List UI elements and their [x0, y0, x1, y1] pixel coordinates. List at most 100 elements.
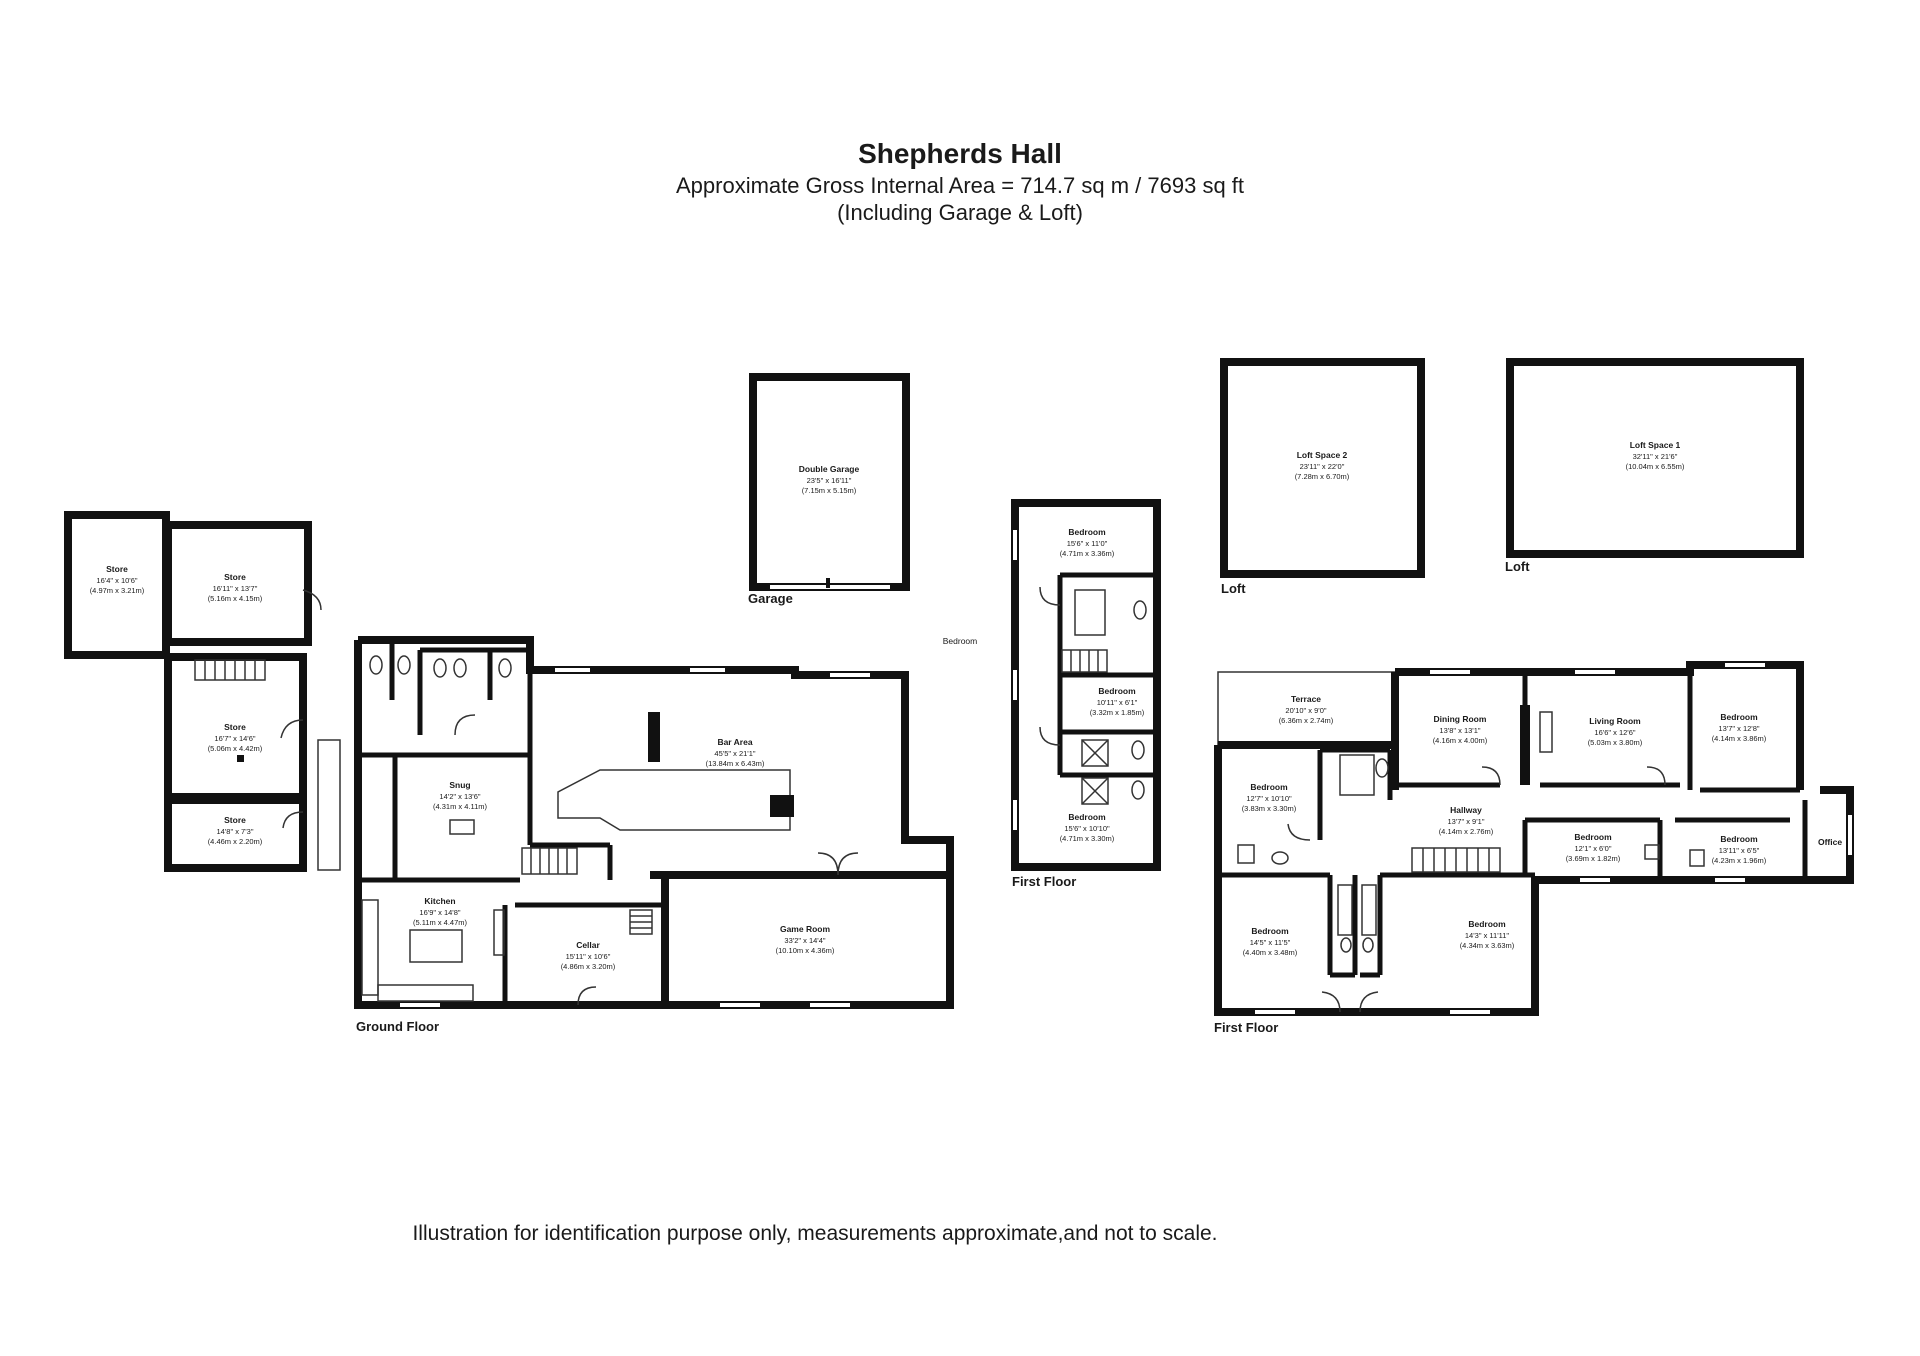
- room-metric-bar-area: (13.84m x 6.43m): [706, 759, 765, 768]
- room-dim-double-garage: 23'5" x 16'11": [807, 476, 852, 485]
- room-dim-r-bed-left: 12'7" x 10'10": [1246, 794, 1292, 803]
- kitchen-island: [409, 929, 463, 963]
- annex-door-1: [1039, 586, 1061, 606]
- room-name-r-bed-small: Bedroom: [1574, 832, 1612, 842]
- disclaimer-text: Illustration for identification purpose …: [412, 1222, 1218, 1245]
- ensuite-toilet-1: [1340, 937, 1352, 953]
- bar-counter: [557, 769, 791, 831]
- small-bed-basin: [1644, 844, 1660, 860]
- room-name-bar-area: Bar Area: [717, 737, 752, 747]
- wc-toilet-5: [498, 658, 512, 678]
- room-dim-loft-space-1: 32'11" x 21'6": [1633, 452, 1678, 461]
- room-name-store-c: Store: [224, 722, 246, 732]
- wc-toilet-2: [397, 655, 411, 675]
- annex-door-2: [1039, 726, 1061, 746]
- room-dim-cellar: 15'11" x 10'6": [566, 952, 611, 961]
- room-metric-ff-bed-mid: (3.32m x 1.85m): [1090, 708, 1145, 717]
- room-name-office: Office: [1818, 837, 1842, 847]
- room-dim-store-b: 16'11" x 13'7": [213, 584, 258, 593]
- snug-fireplace: [449, 819, 475, 835]
- right-bed-shower: [1689, 849, 1705, 867]
- room-dim-living-room: 16'6" x 12'6": [1594, 728, 1635, 737]
- first-floor-annex: [1011, 499, 1161, 871]
- room-name-kitchen: Kitchen: [424, 896, 455, 906]
- room-dim-ff-bed-top: 15'6" x 11'0": [1067, 539, 1108, 548]
- game-room-doors: [817, 852, 859, 876]
- store-b-walls: [164, 521, 312, 646]
- store-column: [237, 755, 244, 762]
- room-metric-game-room: (10.10m x 4.36m): [776, 946, 835, 955]
- room-name-snug: Snug: [449, 780, 470, 790]
- room-metric-r-bed-small: (3.69m x 1.82m): [1566, 854, 1621, 863]
- room-name-terrace: Terrace: [1291, 694, 1321, 704]
- room-dim-r-bed-small: 12'1" x 6'0": [1575, 844, 1612, 853]
- room-name-ff-bed-top: Bedroom: [1068, 527, 1106, 537]
- room-metric-loft-space-1: (10.04m x 6.55m): [1626, 462, 1685, 471]
- ff-door-3: [1481, 766, 1501, 786]
- room-metric-r-bed-br: (4.34m x 3.63m): [1460, 941, 1515, 950]
- room-dim-r-bed-br: 14'3" x 11'11": [1465, 931, 1510, 940]
- room-dim-r-bed-right: 13'11" x 6'5": [1719, 846, 1760, 855]
- ff-toilet: [1375, 758, 1389, 778]
- ensuite-bath-2: [1361, 884, 1377, 936]
- annex-toilet-2: [1131, 740, 1145, 760]
- floor-label-first-right: First Floor: [1214, 1020, 1278, 1035]
- room-metric-store-d: (4.46m x 2.20m): [208, 837, 263, 846]
- ground-outer-lower: [354, 640, 954, 1009]
- room-dim-kitchen: 16'9" x 14'8": [419, 908, 460, 917]
- room-name-store-b: Store: [224, 572, 246, 582]
- room-dim-store-c: 16'7" x 14'6": [214, 734, 255, 743]
- stray-bedroom-label: Bedroom: [943, 636, 978, 646]
- room-dim-ff-bed-bot: 15'6" x 10'10": [1064, 824, 1110, 833]
- first-floor-main: [1214, 661, 1854, 1016]
- room-name-store-d: Store: [224, 815, 246, 825]
- ff-door-1: [1287, 823, 1311, 841]
- annex-stairs: [1061, 649, 1108, 673]
- kitchen-counter-left: [361, 899, 379, 996]
- room-name-hallway: Hallway: [1450, 805, 1482, 815]
- room-metric-hallway: (4.14m x 2.76m): [1439, 827, 1494, 836]
- living-chimney: [1520, 705, 1530, 785]
- room-name-r-bed-tr: Bedroom: [1720, 712, 1758, 722]
- room-name-r-bed-bl: Bedroom: [1251, 926, 1289, 936]
- side-passage: [317, 739, 341, 871]
- room-name-store-a: Store: [106, 564, 128, 574]
- annex-toilet: [1133, 600, 1147, 620]
- room-metric-terrace: (6.36m x 2.74m): [1279, 716, 1334, 725]
- store-door-swing-3: [282, 811, 304, 829]
- room-dim-hallway: 13'7" x 9'1": [1448, 817, 1485, 826]
- room-name-loft-space-1: Loft Space 1: [1630, 440, 1681, 450]
- room-dim-store-a: 16'4" x 10'6": [96, 576, 137, 585]
- floor-label-ground: Ground Floor: [356, 1019, 439, 1034]
- ff-outer-lower: [1214, 745, 1854, 1016]
- room-metric-store-a: (4.97m x 3.21m): [90, 586, 145, 595]
- wc-toilet-4: [453, 658, 467, 678]
- area-note: (Including Garage & Loft): [837, 200, 1083, 225]
- stores-block: [64, 511, 341, 872]
- room-metric-store-b: (5.16m x 4.15m): [208, 594, 263, 603]
- floor-label-loft-1: Loft: [1505, 559, 1530, 574]
- wc-door-swing: [454, 714, 476, 736]
- room-metric-double-garage: (7.15m x 5.15m): [802, 486, 857, 495]
- room-name-dining-room: Dining Room: [1434, 714, 1487, 724]
- ground-stairs: [521, 847, 578, 875]
- living-fireplace: [1539, 711, 1553, 753]
- room-metric-dining-room: (4.16m x 4.00m): [1433, 736, 1488, 745]
- room-name-game-room: Game Room: [780, 924, 831, 934]
- room-metric-r-bed-left: (3.83m x 3.30m): [1242, 804, 1297, 813]
- gross-internal-area: Approximate Gross Internal Area = 714.7 …: [675, 173, 1245, 198]
- room-name-r-bed-left: Bedroom: [1250, 782, 1288, 792]
- room-metric-snug: (4.31m x 4.11m): [433, 802, 488, 811]
- room-dim-r-bed-bl: 14'5" x 11'5": [1250, 938, 1291, 947]
- kitchen-counter-bottom: [377, 984, 474, 1002]
- room-metric-kitchen: (5.11m x 4.47m): [413, 918, 468, 927]
- room-name-ff-bed-bot: Bedroom: [1068, 812, 1106, 822]
- loft-space-2-walls: [1220, 358, 1425, 578]
- room-dim-ff-bed-mid: 10'11" x 6'1": [1097, 698, 1138, 707]
- ground-floor-main: [354, 636, 954, 1009]
- room-metric-ff-bed-top: (4.71m x 3.36m): [1060, 549, 1115, 558]
- room-metric-r-bed-bl: (4.40m x 3.48m): [1243, 948, 1298, 957]
- bar-equipment: [770, 795, 794, 817]
- ff-toilet-2: [1271, 851, 1289, 865]
